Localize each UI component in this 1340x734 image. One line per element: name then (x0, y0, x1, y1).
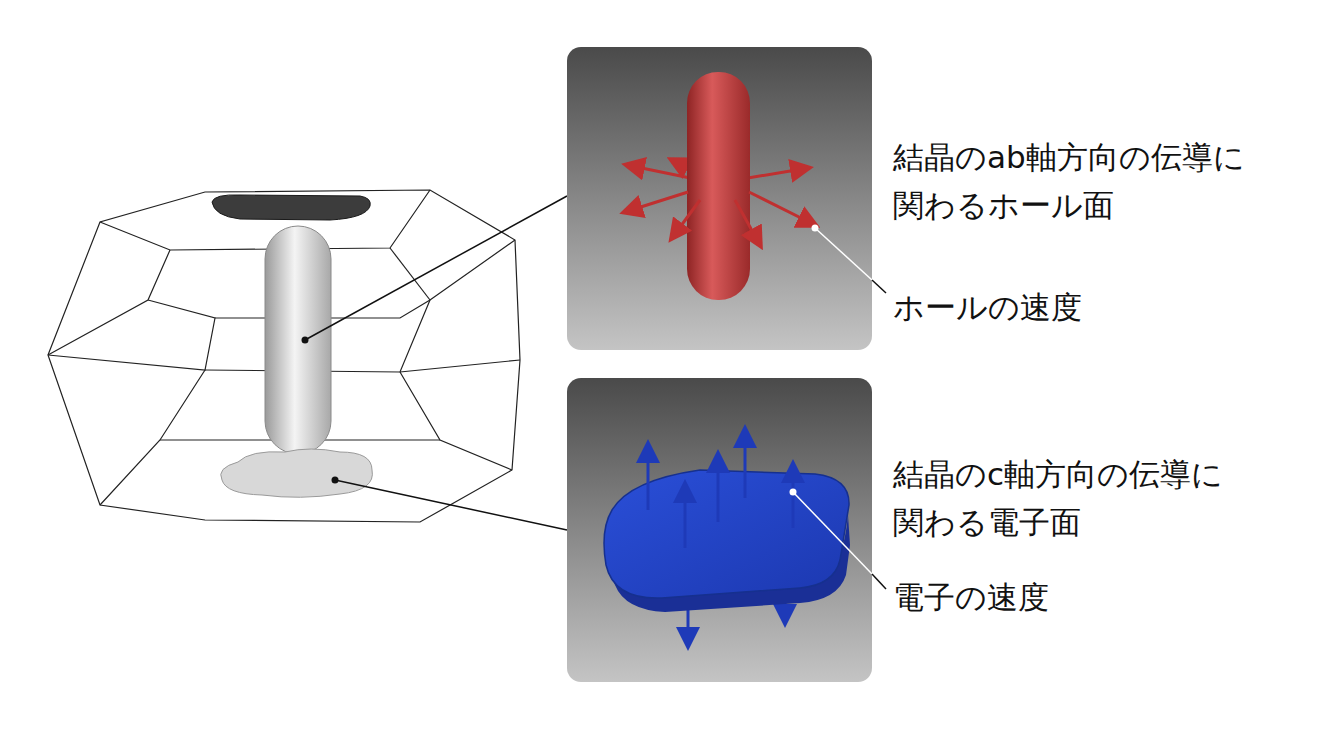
hole-surface (687, 72, 750, 300)
electron-velocity-arrows (648, 430, 793, 548)
electron-pocket-bottom (221, 449, 373, 497)
zone-outline (48, 190, 520, 522)
electron-panel (567, 378, 872, 682)
zone-edge (48, 300, 215, 370)
velocity-arrow (647, 445, 650, 510)
electron-pocket-top (212, 195, 370, 220)
velocity-arrow (684, 485, 687, 548)
hole-cylinder (265, 226, 331, 454)
leader-line (815, 228, 872, 280)
zone-edge (100, 190, 430, 250)
velocity-arrow (744, 430, 747, 498)
leader-line (335, 480, 567, 530)
brillouin-zone (48, 190, 520, 522)
velocity-label: ホールの速度 (893, 283, 1313, 331)
hole-velocity-arrows (625, 192, 815, 245)
velocity-arrow (749, 192, 815, 225)
velocity-arrow (792, 465, 795, 528)
zone-edge (48, 250, 170, 355)
leader-line (872, 574, 886, 589)
leader-line (872, 280, 886, 293)
leader-line (793, 492, 872, 574)
surface-description: 結晶のc軸方向の伝導に 関わる電子面 (893, 450, 1313, 546)
velocity-label: 電子の速度 (893, 573, 1313, 621)
hole-panel (567, 47, 872, 350)
velocity-arrow (625, 192, 688, 212)
electron-surface (604, 470, 849, 598)
zone-edge (400, 360, 520, 372)
leader-line (305, 196, 567, 340)
velocity-arrow (672, 200, 700, 238)
velocity-arrow (735, 200, 760, 245)
velocity-arrow (717, 455, 720, 522)
zone-edge (400, 372, 512, 470)
zone-edge (100, 370, 205, 505)
surface-description: 結晶のab軸方向の伝導に 関わるホール面 (893, 133, 1313, 229)
